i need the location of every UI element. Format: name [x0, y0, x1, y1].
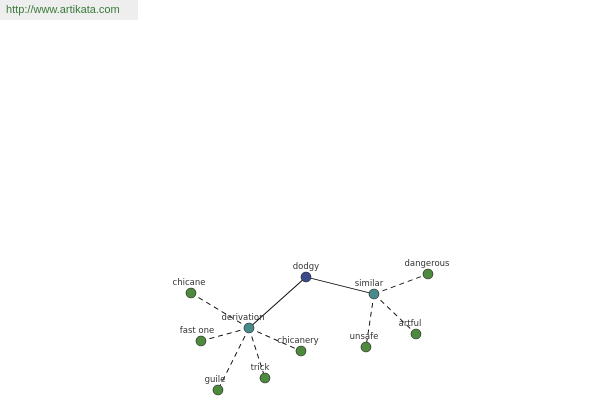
node-circle-chicanery[interactable]: [295, 345, 307, 357]
node-dangerous[interactable]: dangerous: [405, 259, 451, 280]
node-circle-artful[interactable]: [410, 328, 422, 340]
node-circle-guile[interactable]: [212, 384, 224, 396]
node-guile[interactable]: guile: [205, 375, 226, 396]
node-circle-dangerous[interactable]: [422, 268, 434, 280]
node-label-similar[interactable]: similar: [355, 279, 384, 289]
edge-derivation-chicane: [190, 292, 250, 329]
node-label-trick[interactable]: trick: [251, 363, 270, 373]
node-label-chicane[interactable]: chicane: [173, 278, 206, 288]
graph-nodes: dodgy derivation similar chicane fast one gui…: [173, 259, 451, 396]
edge-derivation-guile: [217, 327, 250, 391]
node-similar[interactable]: similar: [355, 279, 384, 300]
node-label-dangerous[interactable]: dangerous: [405, 259, 451, 269]
node-label-chicanery[interactable]: chicanery: [277, 336, 318, 346]
node-circle-similar[interactable]: [368, 288, 380, 300]
node-circle-trick[interactable]: [259, 372, 271, 384]
edge-similar-dangerous: [373, 273, 429, 295]
node-derivation[interactable]: derivation: [221, 313, 265, 334]
node-fast-one[interactable]: fast one: [180, 326, 214, 347]
node-label-artful[interactable]: artful: [399, 319, 422, 329]
node-label-unsafe[interactable]: unsafe: [350, 332, 379, 342]
node-circle-chicane[interactable]: [185, 287, 197, 299]
edge-similar-artful: [373, 293, 417, 335]
node-trick[interactable]: trick: [251, 363, 271, 384]
node-circle-derivation[interactable]: [243, 322, 255, 334]
node-label-derivation[interactable]: derivation: [221, 313, 264, 323]
node-dodgy[interactable]: dodgy: [293, 262, 319, 283]
node-label-guile[interactable]: guile: [205, 375, 226, 385]
node-circle-dodgy[interactable]: [300, 271, 312, 283]
node-label-dodgy[interactable]: dodgy: [293, 262, 319, 272]
node-circle-unsafe[interactable]: [360, 341, 372, 353]
node-chicane[interactable]: chicane: [173, 278, 206, 299]
node-artful[interactable]: artful: [399, 319, 422, 340]
node-circle-fast-one[interactable]: [195, 335, 207, 347]
graph-edges: [190, 273, 429, 391]
edge-dodgy-derivation: [248, 276, 307, 329]
site-url[interactable]: http://www.artikata.com: [0, 0, 138, 20]
node-label-fast-one[interactable]: fast one: [180, 326, 214, 336]
edge-dodgy-similar: [305, 276, 375, 295]
node-chicanery[interactable]: chicanery: [277, 336, 319, 357]
edge-derivation-chicanery: [248, 327, 302, 352]
node-unsafe[interactable]: unsafe: [350, 332, 379, 353]
